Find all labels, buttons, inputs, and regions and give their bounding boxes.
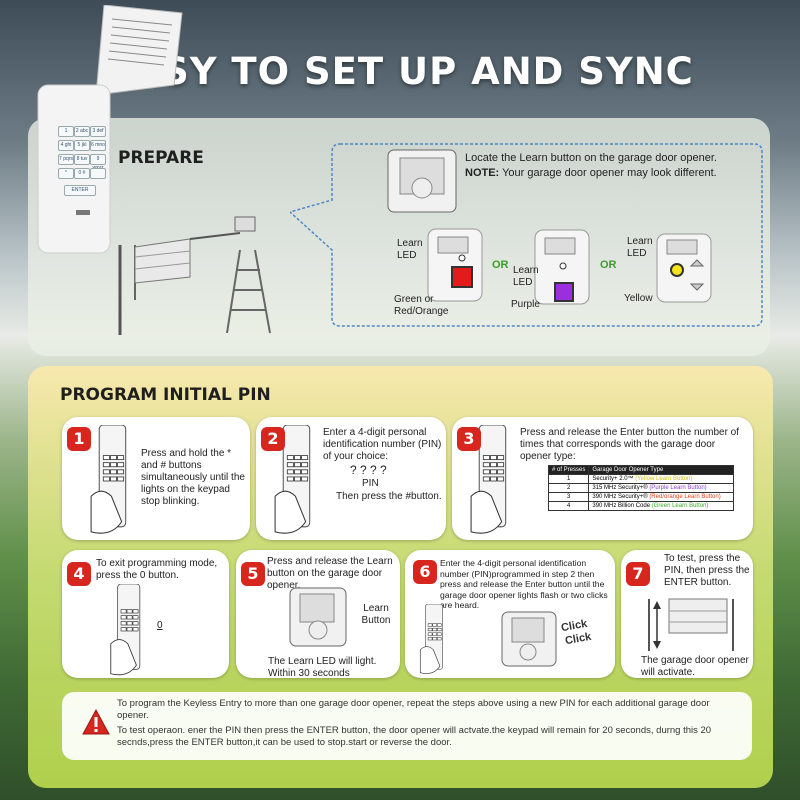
- step-4-hand-keypad: [110, 584, 141, 676]
- garage-ladder-illustration: [118, 216, 271, 335]
- warning-icon: [82, 709, 110, 735]
- opener-tag: (Yellow Learn Button): [635, 476, 693, 482]
- table-cell: Security+ 2.0™ (Yellow Learn Button): [588, 474, 735, 484]
- step-number: 7: [626, 562, 650, 586]
- pin-then-text: Then press the #button.: [336, 491, 442, 502]
- keypad-key[interactable]: 2 abc: [74, 126, 90, 137]
- table-cell: 1: [547, 474, 590, 484]
- pin-placeholder: ? ? ? ?: [350, 463, 387, 477]
- warning-box: To program the Keyless Entry to more tha…: [62, 692, 752, 760]
- opener-tag: (Red/orange Learn Button): [649, 494, 721, 500]
- keypad-key[interactable]: 0 #: [74, 168, 90, 179]
- variant1-button-label: Green or Red/Orange: [394, 294, 449, 317]
- keypad-key[interactable]: 8 tuv: [74, 154, 90, 165]
- opener-tag: (Purple Learn Button): [649, 485, 707, 491]
- keypad-key[interactable]: [90, 168, 106, 179]
- variant3-led-label: Learn LED: [627, 236, 653, 259]
- opener-type: Security+ 2.0™: [592, 476, 634, 482]
- step-number: 5: [241, 562, 265, 586]
- learn-button-label: Learn Button: [361, 603, 391, 626]
- keypad-key[interactable]: 7 pqrs: [58, 154, 74, 165]
- step-number: 2: [261, 427, 285, 451]
- note-text: Your garage door opener may look differe…: [502, 167, 717, 179]
- locate-instruction: Locate the Learn button on the garage do…: [465, 152, 717, 164]
- opener-type: 390 MHz Billion Code: [592, 503, 651, 509]
- step-7-text: To test, press the PIN, then press the E…: [664, 553, 750, 588]
- step-6-text: Enter the 4-digit personal identificatio…: [440, 558, 608, 610]
- garage-door-illustration: [648, 598, 734, 651]
- presses-header: # of Presses: [547, 465, 590, 475]
- step-5-text: Press and release the Learn button on th…: [267, 556, 393, 591]
- warning-text-1: To program the Keyless Entry to more tha…: [117, 698, 710, 721]
- step-1-hand-keypad: [90, 425, 127, 534]
- locate-text: Locate the Learn button on the garage do…: [465, 151, 765, 181]
- page-title: EASY TO SET UP AND SYNC: [106, 50, 694, 93]
- prepare-callout: [290, 143, 763, 327]
- or-label: OR: [492, 259, 509, 271]
- step-6-opener: [501, 611, 557, 667]
- step-number: 4: [67, 562, 91, 586]
- note-label: NOTE:: [465, 167, 500, 179]
- variant2-button-label: Purple: [511, 299, 540, 310]
- step-3-text: Press and release the Enter button the n…: [520, 427, 740, 462]
- variant2-led-label: Learn LED: [513, 265, 539, 288]
- opener-type: 390 MHz Security+®: [592, 494, 648, 500]
- variant1-panel: [427, 228, 483, 302]
- table-cell: 390 MHz Billion Code (Green Learn Button…: [588, 501, 735, 511]
- keypad-key[interactable]: 5 jkl: [74, 140, 90, 151]
- table-cell: 2: [547, 483, 590, 493]
- variant3-button-label: Yellow: [624, 293, 653, 304]
- step-1-text: Press and hold the * and # buttons simul…: [141, 448, 245, 507]
- keypad-key[interactable]: *: [58, 168, 74, 179]
- keypad-key[interactable]: 9 wxyz: [90, 154, 106, 171]
- warning-text-2: To test operaon. ener the PIN then press…: [117, 725, 712, 748]
- keypad-key[interactable]: 3 def: [90, 126, 106, 137]
- step-number: 6: [413, 560, 437, 584]
- note-line: NOTE: Your garage door opener may look d…: [465, 166, 765, 181]
- program-title: PROGRAM INITIAL PIN: [60, 385, 271, 405]
- variant2-panel: [534, 229, 590, 305]
- presses-header: Garage Door Opener Type: [588, 465, 735, 475]
- table-cell: 3: [547, 492, 590, 502]
- step-6-hand-keypad: [419, 604, 443, 674]
- opener-tag: (Green Learn Button): [651, 503, 709, 509]
- pin-label: PIN: [362, 478, 379, 489]
- prepare-title: PREPARE: [118, 148, 204, 168]
- step-5-foot: The Learn LED will light. Within 30 seco…: [268, 656, 377, 679]
- keypad-key[interactable]: 4 ghi: [58, 140, 74, 151]
- variant3-panel: [656, 233, 712, 303]
- opener-type: 315 MHz Security+®: [592, 485, 648, 491]
- variant1-led-label: Learn LED: [397, 238, 423, 261]
- keypad-key[interactable]: 6 mno: [90, 140, 106, 151]
- step-4-text: To exit programming mode, press the 0 bu…: [96, 558, 218, 581]
- keypad-key[interactable]: 1: [58, 126, 74, 137]
- step-5-opener: [289, 587, 347, 647]
- or-label: OR: [600, 259, 617, 271]
- variant1-learn-button: [451, 266, 473, 288]
- step-4-key: 0: [157, 620, 163, 631]
- step-2-text: Enter a 4-digit personal identification …: [323, 427, 442, 462]
- step-7-foot: The garage door opener will activate.: [641, 655, 749, 678]
- table-cell: 390 MHz Security+® (Red/orange Learn But…: [588, 492, 735, 502]
- table-cell: 4: [547, 501, 590, 511]
- table-cell: 315 MHz Security+® (Purple Learn Button): [588, 483, 735, 493]
- step-number: 3: [457, 427, 481, 451]
- step-number: 1: [67, 427, 91, 451]
- keypad-device: 1 2 abc 3 def 4 ghi 5 jkl 6 mno 7 pqrs 8…: [34, 4, 184, 255]
- opener-illustration: [387, 149, 457, 213]
- enter-key[interactable]: ENTER: [64, 185, 96, 196]
